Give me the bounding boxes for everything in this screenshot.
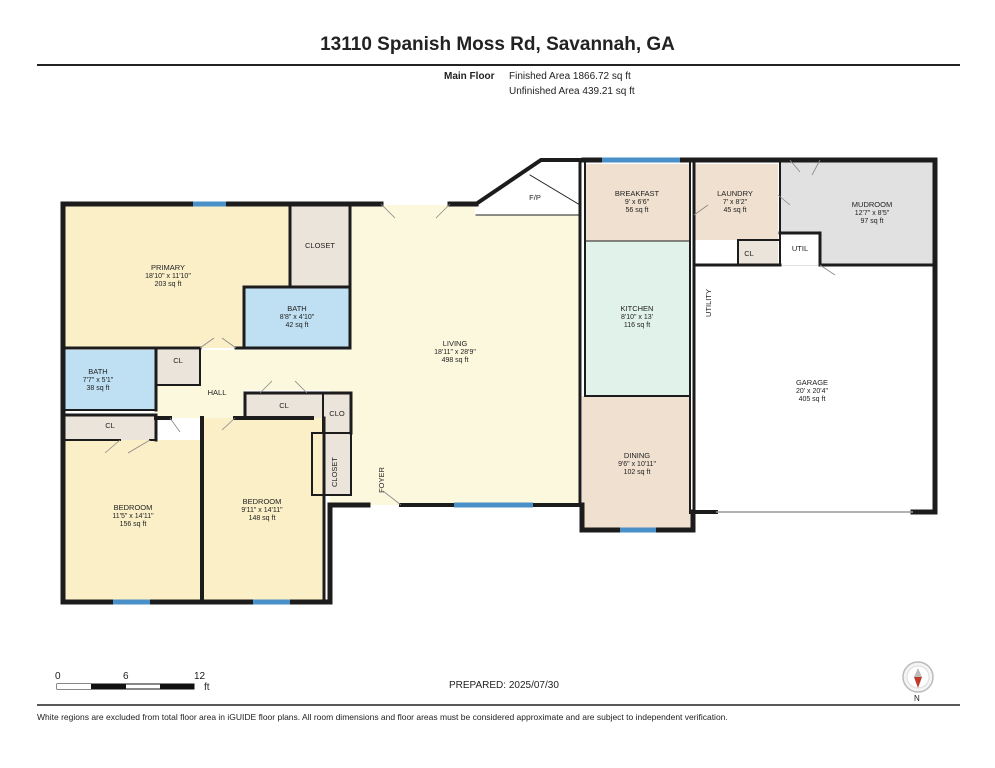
- scale-bar: [56, 683, 195, 690]
- laundry-area: 45 sq ft: [724, 207, 747, 214]
- laundry-cl-fill: [738, 240, 778, 265]
- finished-area: Finished Area 1866.72 sq ft: [509, 71, 631, 82]
- laundry-fill: [694, 164, 778, 240]
- primary-name: PRIMARY: [151, 263, 185, 272]
- living-area: 498 sq ft: [442, 357, 469, 364]
- hall-closet-label: CL: [173, 356, 183, 365]
- mudroom-area: 97 sq ft: [861, 218, 884, 225]
- breakfast-name: BREAKFAST: [615, 189, 660, 198]
- laundry-dims: 7' x 8'2": [723, 199, 748, 206]
- bedroom2-dims: 9'11" x 14'11": [241, 507, 283, 514]
- compass-label: N: [914, 694, 920, 703]
- living-dims: 18'11" x 28'9": [434, 349, 476, 356]
- floor-name: Main Floor: [444, 71, 495, 82]
- bath2-fill: [63, 350, 156, 410]
- laundry-cl-label: CL: [744, 249, 754, 258]
- door-swings: [104, 159, 836, 506]
- bath1-dims: 8'8" x 4'10": [280, 314, 315, 321]
- kitchen-fill: [585, 241, 691, 396]
- bedroom1-dims: 11'5" x 14'11": [112, 513, 154, 520]
- mudroom-dims: 12'7" x 8'5": [855, 210, 890, 217]
- breakfast-fill: [585, 164, 691, 241]
- bath2-area: 38 sq ft: [87, 385, 110, 392]
- breakfast-dims: 9' x 6'6": [625, 199, 650, 206]
- breakfast-area: 56 sq ft: [626, 207, 649, 214]
- bath2-dims: 7'7" x 5'1": [83, 377, 114, 384]
- mudroom-name: MUDROOM: [852, 200, 892, 209]
- primary-dims: 18'10" x 11'10": [145, 273, 191, 280]
- header-divider: [37, 64, 960, 66]
- kitchen-dims: 8'10" x 13': [621, 314, 653, 321]
- bath1-fill: [244, 287, 350, 347]
- bedroom1-area: 156 sq ft: [120, 521, 147, 528]
- bath2-name: BATH: [88, 367, 107, 376]
- page-title: 13110 Spanish Moss Rd, Savannah, GA: [320, 34, 675, 55]
- primary-area: 203 sq ft: [155, 281, 182, 288]
- fireplace-label: F/P: [529, 193, 541, 202]
- clo-label: CLO: [329, 409, 345, 418]
- prepared-date: PREPARED: 2025/07/30: [449, 680, 559, 691]
- bedroom2-name: BEDROOM: [243, 497, 282, 506]
- bath1-area: 42 sq ft: [286, 322, 309, 329]
- dining-name: DINING: [624, 451, 650, 460]
- garage-area: 405 sq ft: [799, 396, 826, 403]
- bath1-name: BATH: [287, 304, 306, 313]
- hall-cl-fill: [245, 393, 323, 418]
- scale-six: 6: [123, 671, 129, 682]
- clo-fill: [323, 393, 351, 433]
- dining-area: 102 sq ft: [624, 469, 651, 476]
- laundry-name: LAUNDRY: [717, 189, 753, 198]
- bedroom-closet-fill: [63, 415, 156, 440]
- closet-label: CLOSET: [305, 241, 335, 250]
- foyer-label: FOYER: [377, 467, 386, 493]
- scale-twelve: 12: [194, 671, 206, 682]
- hall-label: HALL: [208, 388, 227, 397]
- disclaimer: White regions are excluded from total fl…: [37, 712, 728, 722]
- bedroom2-fill: [204, 418, 324, 602]
- util-label: UTIL: [792, 244, 808, 253]
- bedroom1-closet-label: CL: [105, 421, 115, 430]
- living-name: LIVING: [443, 339, 468, 348]
- dining-dims: 9'6" x 10'11": [618, 461, 656, 468]
- dining-fill: [582, 396, 691, 529]
- utility-label: UTILITY: [704, 289, 713, 317]
- bedroom1-fill: [63, 440, 202, 602]
- fireplace-area: [476, 160, 580, 215]
- north-arrow-icon: N: [901, 660, 935, 709]
- util-fill: [780, 233, 820, 265]
- garage-dims: 20' x 20'4": [796, 388, 829, 395]
- bedroom1-name: BEDROOM: [114, 503, 153, 512]
- hall-closet-fill: [156, 350, 200, 385]
- room-labels: PRIMARY 18'10" x 11'10" 203 sq ft CLOSET…: [83, 189, 893, 528]
- scale-zero: 0: [55, 671, 61, 682]
- bedroom2-closet-label: CLOSET: [330, 457, 339, 487]
- kitchen-area: 116 sq ft: [624, 322, 650, 329]
- scale-unit: ft: [204, 682, 210, 693]
- living-fill: [63, 205, 580, 505]
- unfinished-area: Unfinished Area 439.21 sq ft: [509, 86, 635, 97]
- hall-cl-label: CL: [279, 401, 289, 410]
- closet-fill: [290, 205, 350, 287]
- kitchen-name: KITCHEN: [621, 304, 654, 313]
- windows: [113, 157, 680, 605]
- bedroom2-area: 148 sq ft: [249, 515, 276, 522]
- garage-name: GARAGE: [796, 378, 828, 387]
